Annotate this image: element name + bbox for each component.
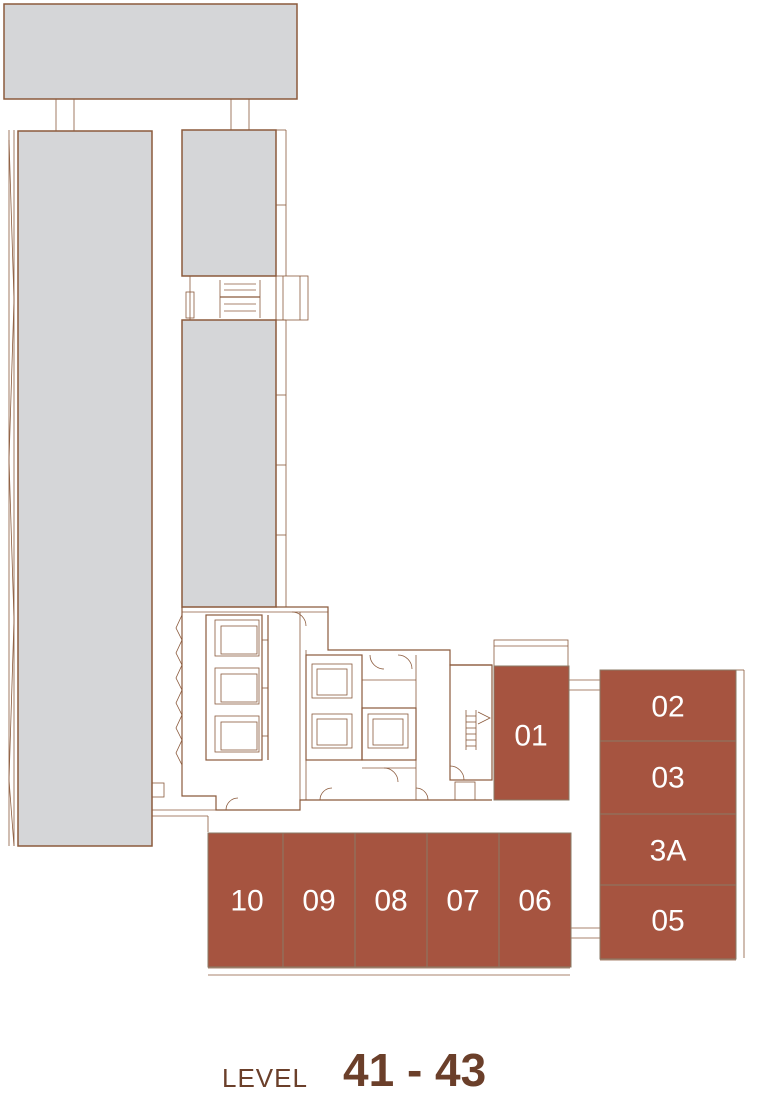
mid-lower-facade: [276, 319, 287, 607]
mid-upper-facade: [276, 129, 287, 276]
top-connectors: [55, 99, 250, 131]
unit-09[interactable]: 09: [282, 832, 356, 968]
unit-01[interactable]: 01: [493, 665, 570, 801]
top-block: [3, 3, 298, 100]
unit-02[interactable]: 02: [599, 669, 737, 742]
unit-07-area[interactable]: [426, 832, 500, 968]
unit-02-area[interactable]: [599, 669, 737, 742]
unit-08[interactable]: 08: [354, 832, 428, 968]
unit-3a[interactable]: 3A: [599, 813, 737, 886]
unit-08-area[interactable]: [354, 832, 428, 968]
unit-01-area[interactable]: [493, 665, 570, 801]
unit-07[interactable]: 07: [426, 832, 500, 968]
unit-03[interactable]: 03: [599, 740, 737, 815]
unit-3a-area[interactable]: [599, 813, 737, 886]
level-range: 41 - 43: [343, 1044, 486, 1096]
unit-06-area[interactable]: [498, 832, 572, 968]
unit-03-area[interactable]: [599, 740, 737, 815]
left-tower: [8, 130, 153, 847]
unit-05-area[interactable]: [599, 884, 737, 960]
unit-10[interactable]: 10: [207, 832, 284, 968]
unit-09-area[interactable]: [282, 832, 356, 968]
mid-lower-block: [181, 319, 277, 608]
upper-stair: [185, 275, 309, 321]
level-word: LEVEL: [222, 1063, 308, 1093]
mid-upper-block: [181, 129, 277, 277]
unit-10-area[interactable]: [207, 832, 284, 968]
unit-05[interactable]: 05: [599, 884, 737, 960]
unit-06[interactable]: 06: [498, 832, 572, 968]
